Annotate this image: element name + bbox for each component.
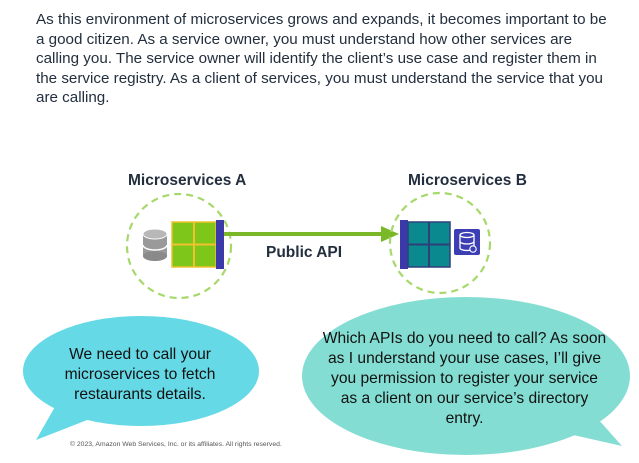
right-speech-bubble [302, 297, 630, 455]
public-api-label: Public API [266, 244, 343, 261]
left-speech-bubble [23, 316, 259, 440]
service-b-block [400, 220, 451, 269]
database-icon [142, 228, 168, 261]
right-bubble-text: Which APIs do you need to call? As soon … [322, 330, 607, 427]
copyright-footer: © 2023, Amazon Web Services, Inc. or its… [70, 441, 282, 448]
service-b-title: Microservices B [408, 172, 527, 189]
service-a-boundary [125, 192, 233, 300]
registry-database-icon [454, 229, 480, 255]
public-api-arrow [224, 226, 399, 242]
service-b-boundary [388, 191, 492, 295]
service-a-block [171, 220, 224, 269]
intro-paragraph: As this environment of microservices gro… [36, 11, 607, 106]
left-bubble-text: We need to call your microservices to fe… [64, 346, 216, 403]
service-a-title: Microservices A [128, 172, 247, 189]
